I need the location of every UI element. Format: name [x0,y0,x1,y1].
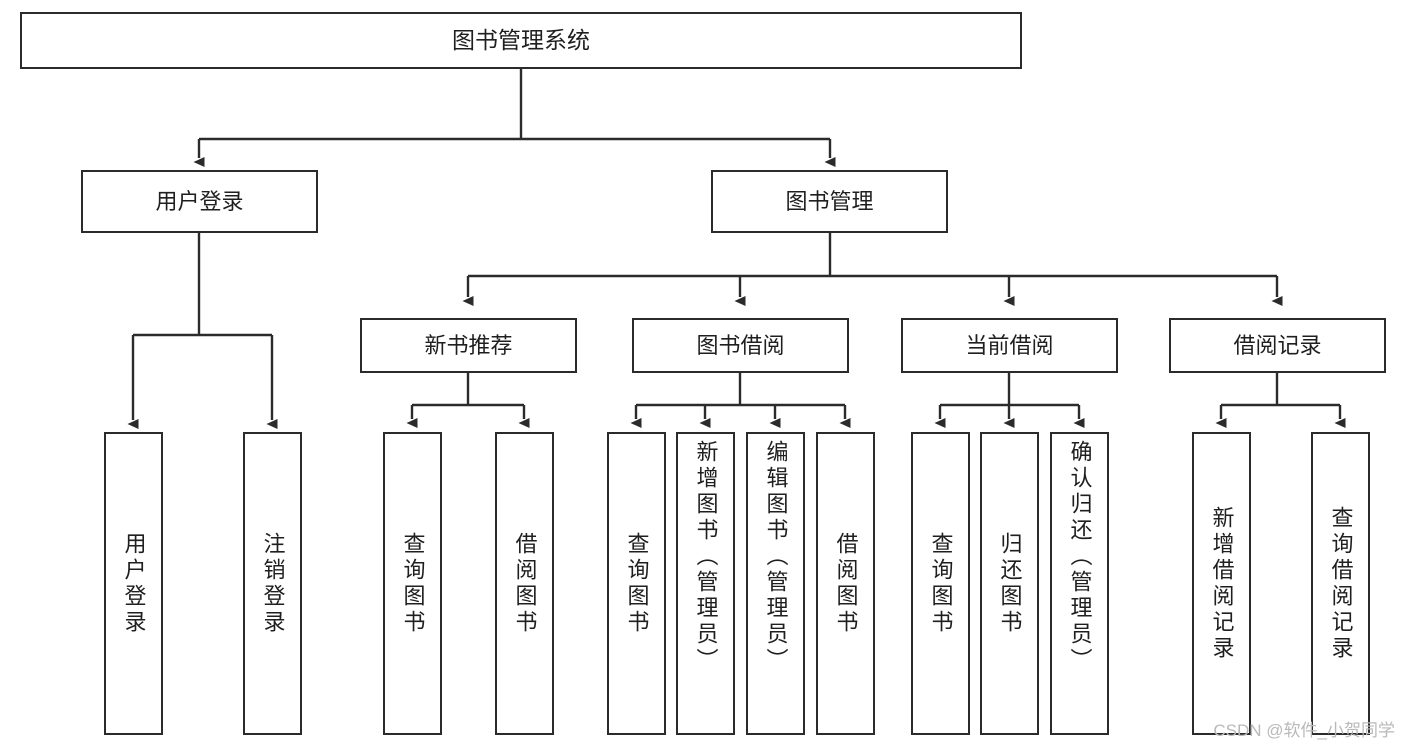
leaf-label: 注销登录 [260,531,286,636]
leaf-current-return-book[interactable]: 归还图书 [980,432,1039,735]
leaf-label: 归还图书 [997,531,1023,636]
node-book-management-label: 图书管理 [785,188,874,214]
node-new-book-recommend-label: 新书推荐 [424,332,513,358]
node-root-label: 图书管理系统 [452,27,590,53]
leaf-borrow-query-book[interactable]: 查询图书 [607,432,666,735]
leaf-label: 查询借阅记录 [1328,505,1354,662]
leaf-label: 查询图书 [624,531,650,636]
leaf-label: 编辑图书（管理员） [763,440,789,674]
leaf-records-query-record[interactable]: 查询借阅记录 [1311,432,1370,735]
node-user-login[interactable]: 用户登录 [81,170,318,233]
node-user-login-label: 用户登录 [155,188,244,214]
leaf-label: 借阅图书 [833,531,859,636]
leaf-label: 新增图书（管理员） [693,440,719,674]
leaf-current-query-book[interactable]: 查询图书 [911,432,970,735]
leaf-label: 查询图书 [928,531,954,636]
leaf-user-login-logout[interactable]: 注销登录 [243,432,302,735]
node-book-management[interactable]: 图书管理 [711,170,948,233]
leaf-current-confirm-return[interactable]: 确认归还（管理员） [1050,432,1109,735]
node-new-book-recommend[interactable]: 新书推荐 [360,318,577,373]
leaf-recommend-query-book[interactable]: 查询图书 [383,432,442,735]
leaf-label: 借阅图书 [512,531,538,636]
node-book-borrow[interactable]: 图书借阅 [632,318,849,373]
leaf-label: 用户登录 [121,531,147,636]
leaf-borrow-borrow-book[interactable]: 借阅图书 [816,432,875,735]
node-current-borrow-label: 当前借阅 [965,332,1054,358]
leaf-user-login-login[interactable]: 用户登录 [104,432,163,735]
leaf-label: 查询图书 [400,531,426,636]
leaf-records-add-record[interactable]: 新增借阅记录 [1192,432,1251,735]
leaf-label: 确认归还（管理员） [1067,440,1093,674]
node-borrow-records[interactable]: 借阅记录 [1169,318,1386,373]
leaf-borrow-edit-book[interactable]: 编辑图书（管理员） [746,432,805,735]
leaf-borrow-add-book[interactable]: 新增图书（管理员） [676,432,735,735]
node-book-borrow-label: 图书借阅 [696,332,785,358]
node-root[interactable]: 图书管理系统 [20,12,1022,69]
node-borrow-records-label: 借阅记录 [1233,332,1322,358]
node-current-borrow[interactable]: 当前借阅 [901,318,1118,373]
leaf-recommend-borrow-book[interactable]: 借阅图书 [495,432,554,735]
leaf-label: 新增借阅记录 [1209,505,1235,662]
csdn-watermark: CSDN @软件_小贺同学 [1213,721,1395,740]
